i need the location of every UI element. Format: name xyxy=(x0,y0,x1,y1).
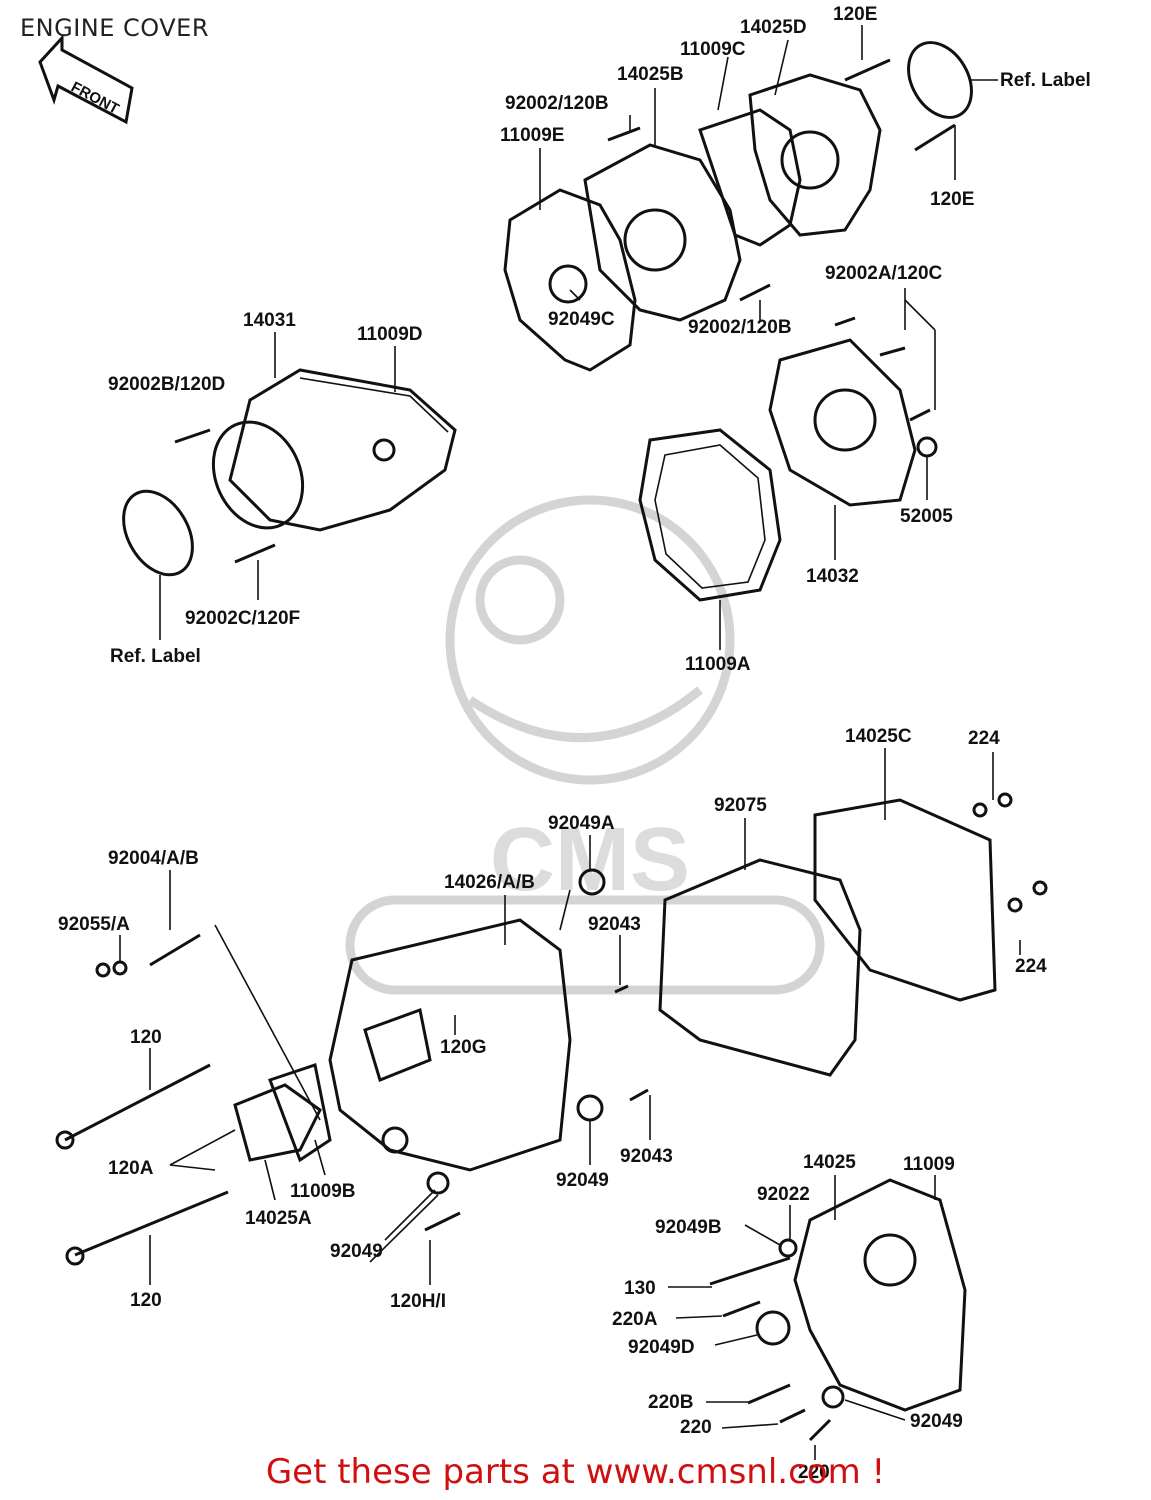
label-92049D: 92049D xyxy=(628,1337,695,1358)
label-92049-right: 92049 xyxy=(910,1411,963,1432)
cms-watermark: CMS xyxy=(345,495,825,995)
label-92049A: 92049A xyxy=(548,813,615,834)
left-cover-group xyxy=(122,368,457,577)
label-92022: 92022 xyxy=(757,1184,810,1205)
plug-52005 xyxy=(916,436,938,458)
cover-14026 xyxy=(328,918,572,1172)
label-14032: 14032 xyxy=(806,566,859,587)
bottom-right-cover-group xyxy=(709,1178,967,1442)
label-11009A: 11009A xyxy=(685,654,751,675)
label-11009: 11009 xyxy=(903,1154,955,1175)
label-92055A: 92055/A xyxy=(58,914,130,935)
label-92002-120B-mid: 92002/120B xyxy=(688,317,792,338)
label-92002B-120D: 92002B/120D xyxy=(108,374,225,395)
label-52005: 52005 xyxy=(900,506,953,527)
label-14026AB: 14026/A/B xyxy=(444,872,535,893)
label-224-bottom: 224 xyxy=(1015,956,1047,977)
label-92043-top: 92043 xyxy=(588,914,641,935)
cover-14025d xyxy=(748,73,882,237)
part-labels: 14025D 120E 11009C Ref. Label 14025B 920… xyxy=(58,4,1091,1483)
label-92049-mid: 92049 xyxy=(556,1170,609,1191)
label-92002A-120C: 92002A/120C xyxy=(825,263,943,284)
label-ref-label-left: Ref. Label xyxy=(110,646,201,667)
seal-92049a xyxy=(578,868,606,896)
label-120-bottom: 120 xyxy=(130,1290,162,1311)
label-224-top: 224 xyxy=(968,728,1000,749)
front-arrow-icon: FRONT xyxy=(38,34,134,125)
front-arrow-text: FRONT xyxy=(68,79,122,118)
label-92049C: 92049C xyxy=(548,309,615,330)
label-92049-low: 92049 xyxy=(330,1241,383,1262)
label-14025: 14025 xyxy=(803,1152,856,1173)
label-14025D: 14025D xyxy=(740,17,807,38)
cover-14025a xyxy=(233,1083,322,1162)
gasket-11009e xyxy=(503,188,637,372)
gasket-92075 xyxy=(658,858,862,1077)
middle-cover-group xyxy=(55,792,1048,1266)
seal-92049-mid xyxy=(576,1094,604,1122)
label-220-bottom: 220 xyxy=(798,1462,830,1483)
right-cover-group xyxy=(638,316,938,602)
gasket-11009b xyxy=(268,1063,332,1163)
gasket-11009c xyxy=(698,108,802,247)
ref-label-disc-top xyxy=(907,41,973,119)
cover-14025c xyxy=(813,798,997,1002)
label-11009D: 11009D xyxy=(357,324,423,345)
label-120E-top: 120E xyxy=(833,4,877,25)
label-220: 220 xyxy=(680,1417,712,1438)
label-11009C: 11009C xyxy=(680,39,746,60)
label-220B: 220B xyxy=(648,1392,693,1413)
label-ref-label-top: Ref. Label xyxy=(1000,70,1091,91)
label-120E-right: 120E xyxy=(930,189,974,210)
label-11009B: 11009B xyxy=(290,1181,356,1202)
leader-lines xyxy=(119,25,1021,1460)
footer-link[interactable]: Get these parts at www.cmsnl.com ! xyxy=(265,1452,886,1492)
label-11009E: 11009E xyxy=(500,125,564,146)
seal-92049d xyxy=(755,1310,791,1346)
label-92002C-120F: 92002C/120F xyxy=(185,608,300,629)
ref-label-disc-left xyxy=(122,489,194,577)
cover-14025b xyxy=(583,143,742,322)
label-14025C: 14025C xyxy=(845,726,912,747)
label-92075: 92075 xyxy=(714,795,767,816)
cover-14032 xyxy=(768,338,917,507)
label-14025A: 14025A xyxy=(245,1208,312,1229)
cover-14025 xyxy=(793,1178,967,1412)
label-120-top: 120 xyxy=(130,1027,162,1048)
label-120A: 120A xyxy=(108,1158,154,1179)
label-92004AB: 92004/A/B xyxy=(108,848,199,869)
label-220A: 220A xyxy=(612,1309,658,1330)
label-130: 130 xyxy=(624,1278,656,1299)
label-120G: 120G xyxy=(440,1037,486,1058)
label-120HI: 120H/I xyxy=(390,1291,446,1312)
label-14025B: 14025B xyxy=(617,64,684,85)
gasket-11009a xyxy=(638,428,782,602)
page-title: ENGINE COVER xyxy=(20,14,210,42)
label-92043-mid: 92043 xyxy=(620,1146,673,1167)
upper-cover-group xyxy=(503,41,973,372)
seal-92049b xyxy=(778,1238,798,1258)
label-92049B: 92049B xyxy=(655,1217,722,1238)
label-14031: 14031 xyxy=(243,310,296,331)
label-92002-120B-top: 92002/120B xyxy=(505,93,609,114)
cover-14031 xyxy=(228,368,457,532)
